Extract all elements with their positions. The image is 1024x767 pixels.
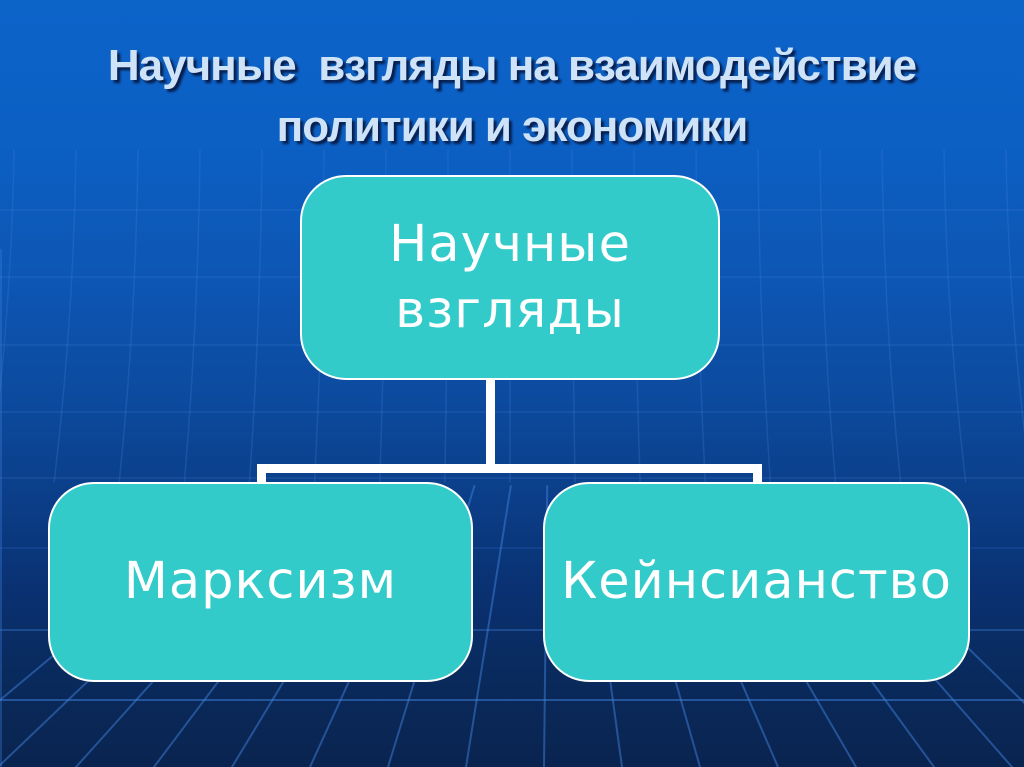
left-node-box: Марксизм bbox=[48, 482, 473, 682]
left-node-label: Марксизм bbox=[123, 552, 398, 612]
right-node-label: Кейнсианство bbox=[561, 552, 952, 612]
slide-title-line-1: Научные взгляды на взаимодействие bbox=[107, 41, 917, 90]
slide-title-line-2: политики и экономики bbox=[276, 101, 749, 151]
root-node-box: Научные взгляды bbox=[300, 175, 720, 380]
slide-title: Научные взгляды на взаимодействие полити… bbox=[0, 36, 1024, 157]
connector-drop-right bbox=[753, 464, 762, 484]
connector-drop-left bbox=[257, 464, 266, 484]
connector-vertical bbox=[486, 378, 495, 466]
right-node-box: Кейнсианство bbox=[543, 482, 970, 682]
root-node-label: Научные взгляды bbox=[389, 215, 631, 340]
connector-horizontal bbox=[257, 464, 762, 473]
